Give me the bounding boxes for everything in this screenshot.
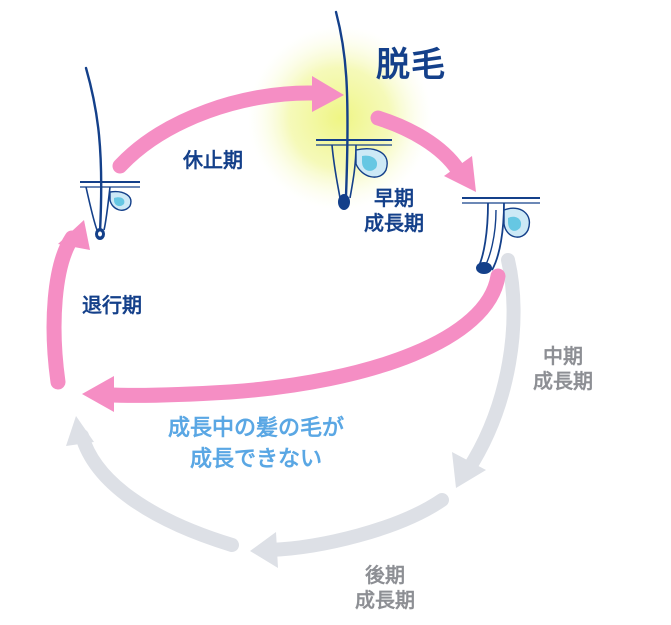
- cycle-arrow-late-anagen: [263, 493, 449, 557]
- label-early-anagen-line1: 早期: [374, 186, 414, 210]
- follicle-early-anagen-icon: [462, 197, 540, 274]
- interrupt-note-line1: 成長中の髪の毛が: [168, 416, 345, 441]
- label-catagen: 退行期: [82, 293, 142, 317]
- label-mid-anagen: 中期 成長期: [533, 344, 593, 394]
- cycle-arrow-mid-anagen: [461, 253, 521, 477]
- label-late-anagen-line1: 後期: [365, 563, 405, 587]
- cycle-arrowhead-catagen: [58, 220, 90, 250]
- cycle-arrowhead-to-catagen: [66, 416, 94, 446]
- follicle-hair-removal-icon: [316, 10, 392, 210]
- label-early-anagen-line2: 成長期: [364, 211, 424, 235]
- cycle-arrowhead-mid-anagen: [452, 452, 486, 488]
- cycle-arrowhead-late-anagen: [250, 532, 278, 568]
- interrupt-note-line2: 成長できない: [190, 446, 323, 472]
- cycle-arrow-catagen: [46, 230, 80, 390]
- label-mid-anagen-line1: 中期: [543, 344, 583, 368]
- cycle-arrow-telogen: [112, 85, 320, 174]
- label-late-anagen-line2: 成長期: [355, 588, 415, 612]
- interrupt-note: 成長中の髪の毛が 成長できない: [168, 414, 344, 476]
- label-mid-anagen-line2: 成長期: [533, 369, 593, 393]
- label-hair-removal: 脱毛: [376, 45, 446, 85]
- interrupt-arrow: [104, 268, 506, 403]
- cycle-arrow-early-anagen: [370, 110, 466, 178]
- label-early-anagen: 早期 成長期: [364, 186, 424, 236]
- cycle-arrow-to-catagen: [75, 429, 239, 552]
- label-late-anagen: 後期 成長期: [355, 563, 415, 613]
- cycle-arrowhead-telogen: [312, 76, 344, 112]
- follicle-catagen-icon: [80, 66, 140, 240]
- interrupt-arrowhead: [82, 376, 114, 412]
- label-telogen: 休止期: [183, 148, 243, 172]
- cycle-arrowhead-early-anagen: [444, 156, 476, 192]
